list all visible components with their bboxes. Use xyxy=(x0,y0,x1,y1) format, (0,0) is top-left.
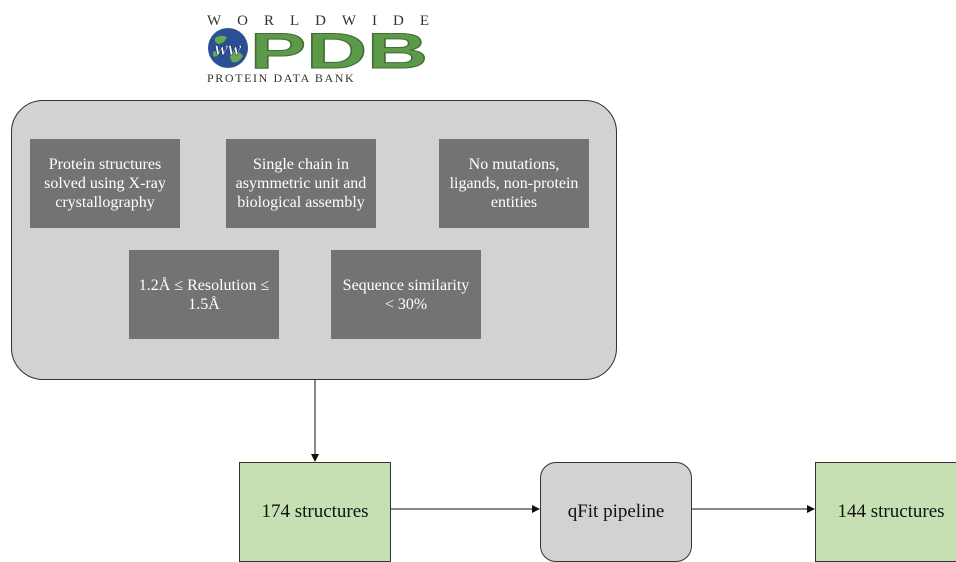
logo-letter: E xyxy=(419,12,429,29)
logo-letter: O xyxy=(237,12,248,29)
qfit-pipeline-box: qFit pipeline xyxy=(540,462,692,562)
initial-structures-label: 174 structures xyxy=(261,501,369,522)
logo-letter: R xyxy=(263,12,274,29)
criterion-xray: Protein structures solved using X-ray cr… xyxy=(30,139,180,228)
criterion-no-mutations: No mutations, ligands, non-protein entit… xyxy=(439,139,589,228)
final-structures-box: 144 structures xyxy=(815,462,956,562)
logo-letter: W xyxy=(207,12,222,29)
logo-letter: D xyxy=(315,12,326,29)
logo-letter: L xyxy=(289,12,300,29)
qfit-pipeline-label: qFit pipeline xyxy=(567,501,665,522)
logo-letter: W xyxy=(341,12,357,29)
logo-emblem-text: ww xyxy=(215,38,242,60)
logo-letter: D xyxy=(393,12,404,29)
logo-letter: I xyxy=(372,12,378,29)
criterion-resolution: 1.2Å ≤ Resolution ≤ 1.5Å xyxy=(129,250,279,339)
criterion-single-chain: Single chain in asymmetric unit and biol… xyxy=(226,139,376,228)
logo-protein-data-bank: PROTEIN DATA BANK xyxy=(207,69,429,87)
logo-main-text: PDB xyxy=(250,26,428,70)
criterion-sequence-similarity: Sequence similarity < 30% xyxy=(331,250,481,339)
logo-subtitle: PROTEIN DATA BANK xyxy=(207,70,356,85)
logo-worldwide-text: W O R L D W I D E xyxy=(207,11,429,31)
final-structures-label: 144 structures xyxy=(837,501,945,522)
pdb-logo: ww PDB xyxy=(208,26,429,70)
initial-structures-box: 174 structures xyxy=(239,462,391,562)
